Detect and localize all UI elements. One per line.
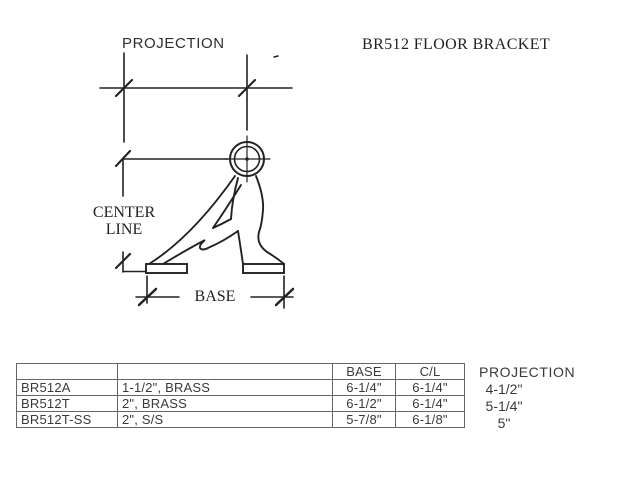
- cell-size: 2", S/S: [117, 411, 333, 428]
- cell-cl: 6-1/4": [395, 395, 465, 412]
- cell-base: 6-1/2": [332, 395, 396, 412]
- cell-base: 6-1/4": [332, 379, 396, 396]
- tick-mark: [114, 252, 132, 270]
- stem-left-edge-lower: [237, 230, 244, 265]
- tick-mark: [274, 287, 295, 307]
- projection-value: 5": [497, 415, 511, 431]
- tick-mark: [237, 78, 257, 98]
- projection-dimension: [99, 52, 293, 143]
- cell-cl: 6-1/4": [395, 379, 465, 396]
- tick-mark: [114, 149, 132, 168]
- collar-center-mark: [224, 135, 271, 183]
- projection-column-header: PROJECTION: [479, 364, 576, 380]
- header-size: [117, 363, 333, 380]
- header-base: BASE: [332, 363, 396, 380]
- cell-size: 1-1/2", BRASS: [117, 379, 333, 396]
- stray-mark: [273, 55, 279, 58]
- spec-table-header-row: BASE C/L: [16, 363, 465, 380]
- base-dimension-label: BASE: [194, 288, 236, 305]
- center-dot: [245, 157, 249, 161]
- crossbar-top-edge: [212, 218, 232, 229]
- left-leg-inner-edge-and-crossbar-hook: [162, 230, 239, 265]
- bracket-body: [145, 175, 285, 274]
- base-dimension: [135, 275, 295, 309]
- cell-cl: 6-1/8": [395, 411, 465, 428]
- cell-size: 2", BRASS: [117, 395, 333, 412]
- left-foot: [145, 263, 188, 274]
- center-line-dimension-label: CENTER LINE: [92, 204, 156, 238]
- page-title: BR512 FLOOR BRACKET: [362, 36, 551, 53]
- center-line-dimension: [114, 149, 229, 273]
- table-row: BR512T 2", BRASS 6-1/2" 6-1/4": [16, 395, 465, 412]
- cell-model: BR512T: [16, 395, 118, 412]
- cell-model: BR512A: [16, 379, 118, 396]
- projection-value: 5-1/4": [485, 398, 523, 414]
- right-foot: [242, 263, 285, 274]
- header-model: [16, 363, 118, 380]
- tick-mark: [137, 287, 158, 307]
- table-row: BR512T-SS 2", S/S 5-7/8" 6-1/8": [16, 411, 465, 428]
- cell-model: BR512T-SS: [16, 411, 118, 428]
- spec-table: BASE C/L BR512A 1-1/2", BRASS 6-1/4" 6-1…: [16, 363, 465, 428]
- counter-left-edge: [212, 184, 242, 229]
- stem-right-edge: [255, 175, 285, 265]
- projection-value: 4-1/2": [485, 381, 523, 397]
- tick-mark: [114, 78, 134, 98]
- header-cl: C/L: [395, 363, 465, 380]
- table-row: BR512A 1-1/2", BRASS 6-1/4" 6-1/4": [16, 379, 465, 396]
- cell-base: 5-7/8": [332, 411, 396, 428]
- projection-dimension-label: PROJECTION: [122, 35, 225, 52]
- left-leg-outer-edge: [148, 175, 236, 265]
- stem-left-edge-upper: [230, 177, 239, 220]
